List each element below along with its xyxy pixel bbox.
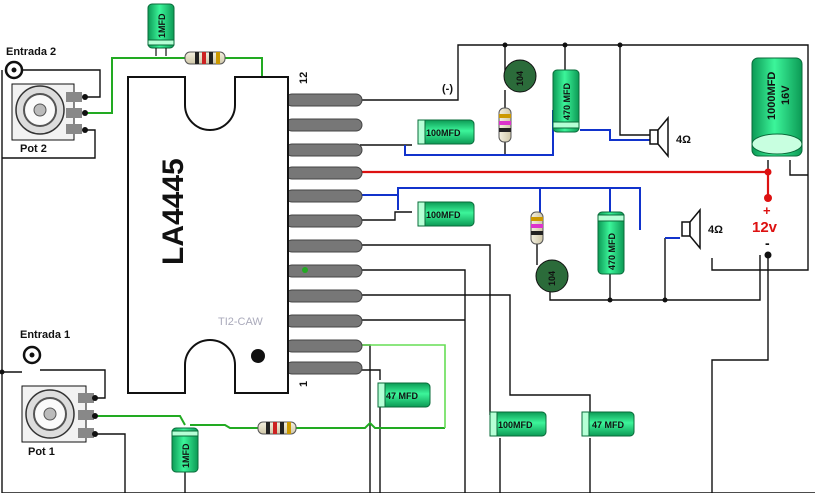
plus-label: + xyxy=(763,203,771,218)
cap-470mfd-bottom: 470 MFD xyxy=(597,211,625,275)
pin1-dot xyxy=(251,349,265,363)
cap-1000mfd: 1000MFD 16V xyxy=(751,57,803,157)
red-wire xyxy=(360,168,772,198)
svg-text:104: 104 xyxy=(547,271,557,286)
ic-chip: LA4445 TI2-CAW 12 1 xyxy=(127,72,363,394)
input-1: Entrada 1 Pot 1 xyxy=(20,329,98,458)
power-terminal: + 12v - (-) xyxy=(442,83,778,259)
cap-47mfd-right: 47 MFD xyxy=(581,411,635,437)
blue-wires xyxy=(360,110,680,239)
minus-label: - xyxy=(765,235,770,251)
speaker-icon: 4Ω xyxy=(681,207,723,251)
resistor-vertical-top xyxy=(498,107,512,143)
entrada-1-label: Entrada 1 xyxy=(20,329,70,341)
jack-icon xyxy=(22,345,42,365)
input-2: Entrada 2 Pot 2 xyxy=(4,46,88,155)
cap-1mfd-bottom: 1MFD xyxy=(171,427,199,473)
potentiometer-icon xyxy=(11,83,82,141)
pin-label-1: 1 xyxy=(298,381,310,387)
svg-text:1MFD: 1MFD xyxy=(181,443,191,468)
svg-text:1000MFD: 1000MFD xyxy=(766,72,778,120)
cap-47mfd-left: 47 MFD xyxy=(377,382,431,408)
black-wires xyxy=(1,44,815,493)
svg-text:470 MFD: 470 MFD xyxy=(562,82,572,120)
junction-dot xyxy=(302,267,308,273)
svg-text:100MFD: 100MFD xyxy=(426,128,461,138)
speaker-2-label: 4Ω xyxy=(708,224,723,236)
svg-text:16V: 16V xyxy=(780,85,792,105)
potentiometer-icon xyxy=(21,385,94,443)
speaker-1-label: 4Ω xyxy=(676,134,691,146)
svg-text:104: 104 xyxy=(515,71,525,86)
jack-icon xyxy=(4,60,24,80)
ceramic-cap-104-top: 104 xyxy=(503,59,537,93)
pot-2-label: Pot 2 xyxy=(20,143,47,155)
resistor-vertical-bottom xyxy=(530,211,544,245)
entrada-2-label: Entrada 2 xyxy=(6,46,56,58)
junction-dots xyxy=(0,42,668,375)
cap-100mfd-mid: 100MFD xyxy=(417,201,475,227)
svg-text:47 MFD: 47 MFD xyxy=(386,391,419,401)
svg-text:470 MFD: 470 MFD xyxy=(607,232,617,270)
chip-watermark: TI2-CAW xyxy=(218,316,263,328)
svg-text:47 MFD: 47 MFD xyxy=(592,420,625,430)
light-green-wires xyxy=(360,344,446,428)
cap-1mfd-top: 1MFD xyxy=(147,3,175,56)
chip-label: LA4445 xyxy=(157,158,190,265)
cap-470mfd-top: 470 MFD xyxy=(552,69,580,133)
resistor-top xyxy=(184,51,226,65)
svg-text:100MFD: 100MFD xyxy=(426,210,461,220)
cap-100mfd-bottom: 100MFD xyxy=(489,411,547,437)
speaker-icon: 4Ω xyxy=(649,115,691,159)
pot-1-label: Pot 1 xyxy=(28,446,55,458)
resistor-bottom xyxy=(257,421,297,435)
negative-marker: (-) xyxy=(442,83,453,95)
chip-pins xyxy=(285,93,363,375)
svg-text:100MFD: 100MFD xyxy=(498,420,533,430)
svg-text:1MFD: 1MFD xyxy=(157,13,167,38)
voltage-label: 12v xyxy=(752,219,778,236)
cap-100mfd-top: 100MFD xyxy=(417,119,475,145)
pin-label-12: 12 xyxy=(298,72,310,84)
ceramic-cap-104-bottom: 104 xyxy=(535,259,569,293)
